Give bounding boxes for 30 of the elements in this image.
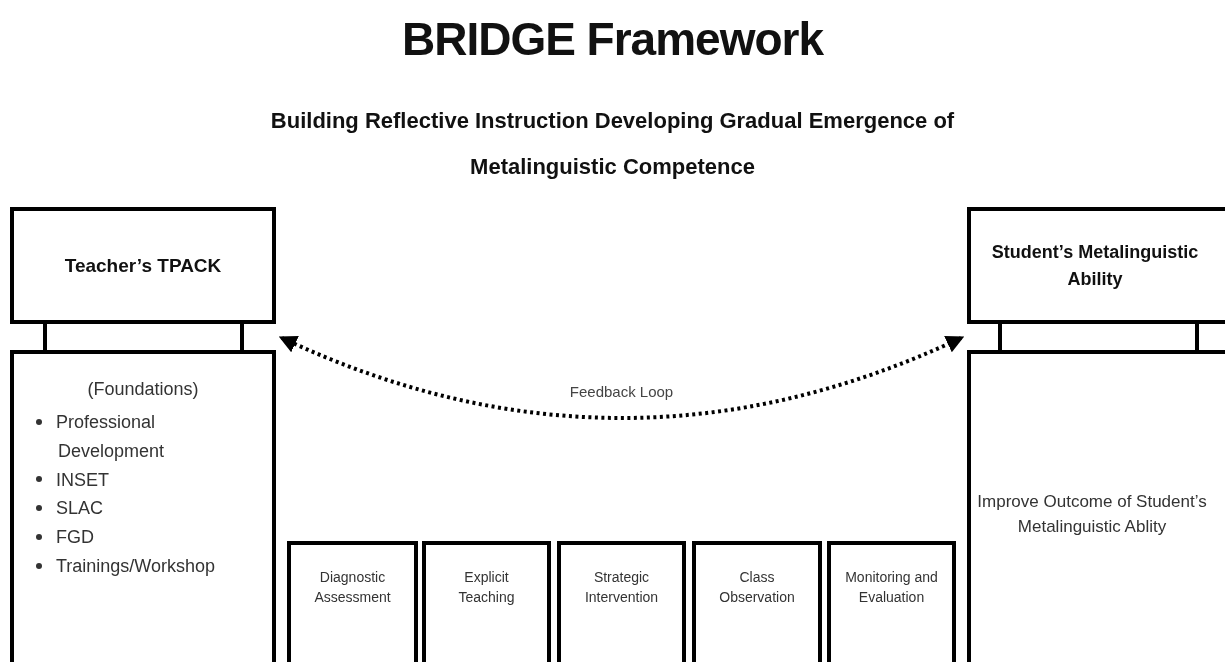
box-text: Diagnostic Assessment: [313, 568, 392, 608]
dotted-arrow: [278, 335, 965, 420]
framework-box: [827, 541, 956, 662]
box-text: Class Observation: [718, 568, 796, 608]
bullet-item: FGD: [56, 527, 94, 548]
bullet-item: INSET: [56, 469, 109, 490]
diagram-title: BRIDGE Framework: [400, 12, 825, 66]
framework-box: [10, 207, 276, 324]
framework-box: [422, 541, 551, 662]
box-text: Explicit Teaching: [457, 568, 516, 608]
box-heading: Student’s Metalinguistic Ability: [990, 241, 1200, 291]
connector-line: [43, 324, 47, 350]
box-text: Strategic Intervention: [583, 568, 660, 608]
framework-box: [967, 207, 1225, 324]
connector-line: [998, 324, 1002, 350]
bullet-item: Trainings/Workshop: [56, 556, 216, 577]
framework-box: [10, 350, 276, 662]
framework-box: [287, 541, 418, 662]
bullet-item: Professional Development: [56, 412, 165, 461]
connector-line: [1195, 324, 1199, 350]
framework-box: [967, 350, 1225, 662]
framework-box: [557, 541, 686, 662]
framework-box: [692, 541, 822, 662]
diagram-subtitle: Building Reflective Instruction Developing Gradual Emergence of Metalinguistic Competence: [269, 107, 956, 181]
box-text: Monitoring and Evaluation: [844, 568, 939, 608]
box-text: Improve Outcome of Student’s Metalinguistic Ablity: [976, 491, 1208, 538]
section-label: (Foundations): [87, 378, 199, 401]
connector-line: [240, 324, 244, 350]
bullet-item: SLAC: [56, 498, 104, 519]
box-heading: Teacher’s TPACK: [64, 253, 222, 278]
